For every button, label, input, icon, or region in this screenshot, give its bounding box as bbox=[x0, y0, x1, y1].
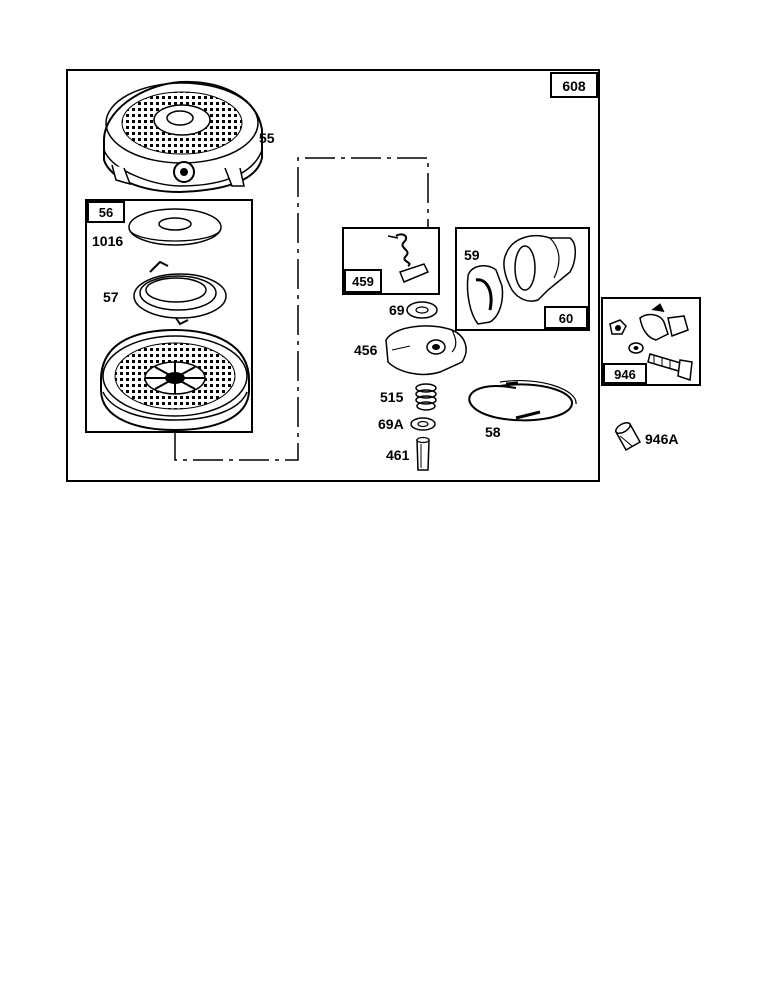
assembly-number-box bbox=[550, 72, 598, 98]
kit-946-number-box bbox=[603, 363, 647, 384]
part-label-946a: 946A bbox=[645, 431, 678, 447]
kit-946-box bbox=[601, 297, 701, 386]
part-label-69a: 69A bbox=[378, 416, 404, 432]
kit-56-number-box bbox=[87, 201, 125, 223]
kit-56-label: 56 bbox=[99, 205, 113, 220]
part-label-55: 55 bbox=[259, 130, 275, 146]
kit-459-number-box bbox=[344, 269, 382, 293]
kit-946-label: 946 bbox=[614, 367, 636, 382]
kit-56-box bbox=[85, 199, 253, 433]
starter-handle-part bbox=[503, 234, 576, 302]
handle-insert-part bbox=[466, 264, 504, 325]
part-label-515: 515 bbox=[380, 389, 404, 405]
pin-part bbox=[416, 436, 430, 471]
clamp-hardware-part bbox=[609, 303, 693, 382]
washer-part bbox=[128, 208, 222, 246]
connector-line bbox=[174, 157, 429, 461]
starter-rope-part bbox=[468, 380, 577, 422]
part-label-69: 69 bbox=[389, 302, 405, 318]
blower-housing-part bbox=[103, 80, 263, 194]
pawl-spring-part bbox=[387, 233, 411, 267]
washer-69a-part bbox=[410, 417, 436, 431]
pawl-part bbox=[399, 263, 430, 283]
kit-459-box bbox=[342, 227, 440, 295]
kit-60-label: 60 bbox=[559, 311, 573, 326]
kit-60-number-box bbox=[544, 306, 588, 329]
part-label-456: 456 bbox=[354, 342, 378, 358]
starter-pulley-part bbox=[100, 328, 250, 432]
part-label-461: 461 bbox=[386, 447, 410, 463]
washer-69-part bbox=[406, 301, 438, 319]
assembly-frame bbox=[66, 69, 600, 482]
kit-459-label: 459 bbox=[352, 274, 374, 289]
part-label-58: 58 bbox=[485, 424, 501, 440]
retainer-part bbox=[385, 325, 467, 376]
part-label-1016: 1016 bbox=[92, 233, 123, 249]
kit-60-box bbox=[455, 227, 590, 331]
spring-515-part bbox=[415, 383, 437, 411]
part-label-59: 59 bbox=[464, 247, 480, 263]
spring-part bbox=[133, 260, 227, 326]
bushing-part bbox=[614, 421, 642, 452]
assembly-number: 608 bbox=[562, 78, 586, 94]
part-label-57: 57 bbox=[103, 289, 119, 305]
